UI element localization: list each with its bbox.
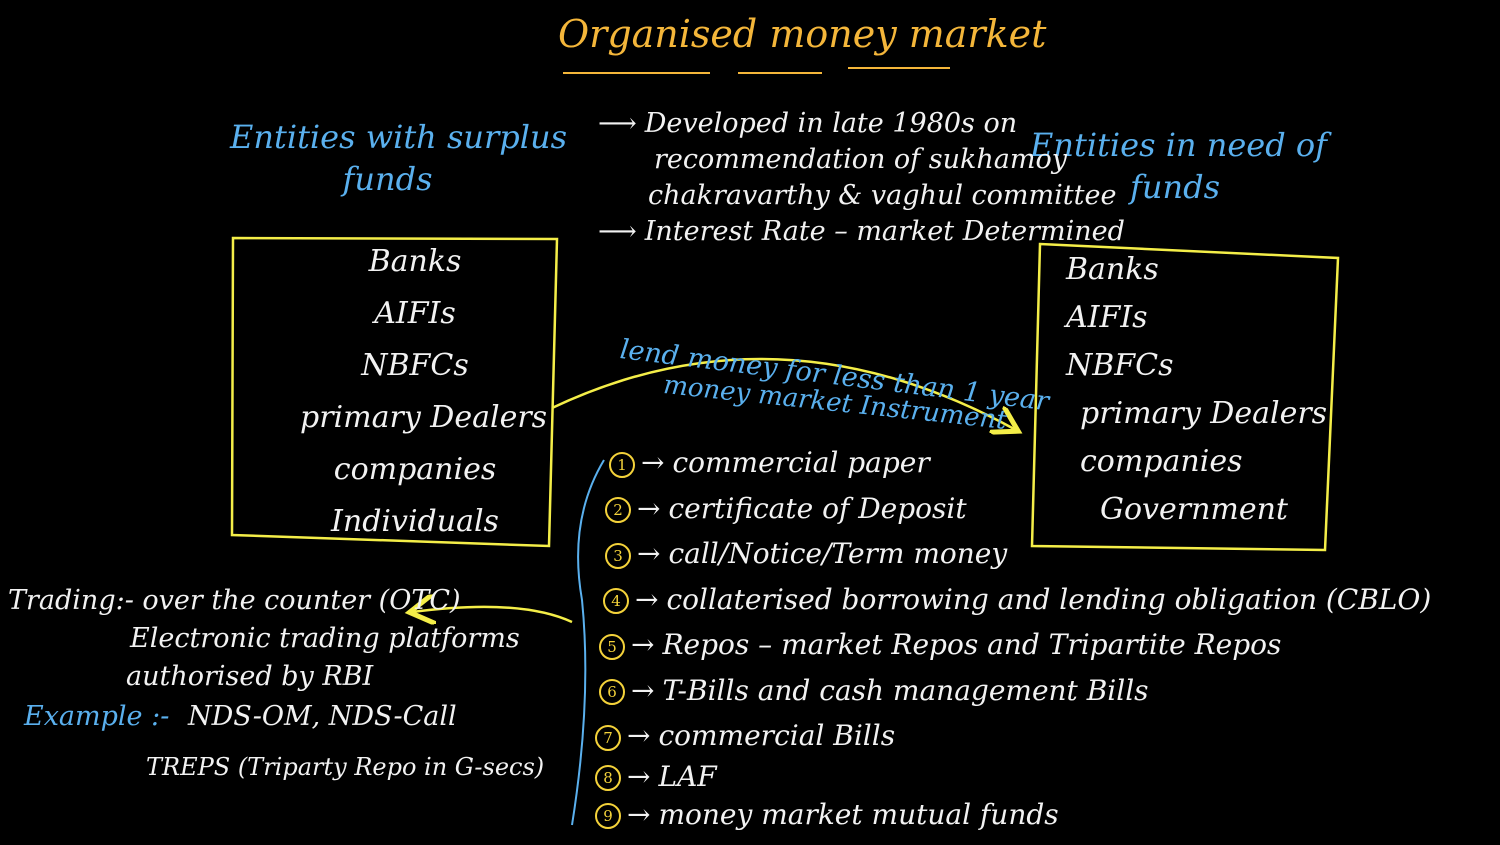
number-badge: 6 bbox=[599, 679, 625, 705]
example-label: Example :- bbox=[24, 701, 170, 732]
list-item: NBFCs bbox=[361, 348, 469, 383]
surplus-entities-heading: Entities with surplus funds bbox=[230, 116, 568, 200]
note-line-2: recommendation of sukhamoy bbox=[654, 144, 1067, 175]
list-item: 2→certificate of Deposit bbox=[595, 486, 1495, 532]
list-item: 8→LAF bbox=[595, 759, 1495, 795]
title-underline-2 bbox=[738, 72, 822, 74]
number-badge: 1 bbox=[609, 451, 635, 478]
title-underline-1 bbox=[563, 72, 710, 74]
number-badge: 9 bbox=[595, 803, 621, 829]
deficit-entities-list: Banks AIFIs NBFCs primary Dealers compan… bbox=[1066, 246, 1328, 534]
list-item: 7→commercial Bills bbox=[595, 713, 1495, 759]
list-item: NBFCs bbox=[1066, 348, 1174, 383]
title-underline-3 bbox=[848, 67, 950, 69]
note-line-3: chakravarthy & vaghul committee bbox=[648, 180, 1117, 211]
list-item: companies bbox=[333, 452, 497, 487]
example-line-2: TREPS (Triparty Repo in G-secs) bbox=[146, 753, 545, 781]
list-item: Banks bbox=[368, 244, 462, 279]
history-notes: ⟶Developed in late 1980s on recommendati… bbox=[598, 106, 1125, 250]
trading-line-3: authorised by RBI bbox=[126, 661, 374, 692]
list-item: primary Dealers bbox=[1080, 396, 1328, 431]
surplus-entities-list: Banks AIFIs NBFCs primary Dealers compan… bbox=[300, 236, 548, 548]
list-item: 4→collaterised borrowing and lending obl… bbox=[595, 577, 1495, 623]
list-item: 1→commercial paper bbox=[595, 440, 1495, 486]
surplus-heading-line1: Entities with surplus bbox=[230, 118, 568, 156]
list-item: AIFIs bbox=[1066, 300, 1148, 335]
list-item: 3→call/Notice/Term money bbox=[595, 531, 1495, 577]
trading-line-2: Electronic trading platforms bbox=[130, 623, 520, 654]
trading-line-1: Trading:- over the counter (OTC) bbox=[8, 585, 461, 616]
surplus-box bbox=[230, 236, 559, 548]
list-item: 6→T-Bills and cash management Bills bbox=[595, 668, 1495, 714]
list-item: Banks bbox=[1066, 252, 1159, 287]
number-badge: 2 bbox=[605, 497, 631, 523]
list-item: 5→Repos – market Repos and Tripartite Re… bbox=[595, 622, 1495, 668]
surplus-heading-line2: funds bbox=[342, 160, 433, 198]
list-item: 9→money market mutual funds bbox=[595, 795, 1495, 835]
note-line-1: ⟶Developed in late 1980s on bbox=[598, 108, 1018, 139]
number-badge: 5 bbox=[599, 633, 625, 660]
deficit-heading-line1: Entities in need of bbox=[1030, 126, 1327, 164]
number-badge: 7 bbox=[595, 724, 621, 751]
list-item: primary Dealers bbox=[300, 400, 548, 435]
deficit-entities-heading: Entities in need of funds bbox=[1030, 124, 1327, 208]
page-title: Organised money market bbox=[558, 12, 1047, 56]
instrument-list: 1→commercial paper 2→certificate of Depo… bbox=[595, 440, 1495, 835]
note-line-4: ⟶Interest Rate – market Determined bbox=[598, 216, 1125, 247]
number-badge: 4 bbox=[603, 588, 629, 614]
example-line-1: NDS-OM, NDS-Call bbox=[187, 701, 457, 732]
example-line: Example :- NDS-OM, NDS-Call bbox=[8, 698, 568, 736]
list-item: Individuals bbox=[331, 504, 499, 539]
number-badge: 8 bbox=[595, 765, 621, 791]
number-badge: 3 bbox=[605, 542, 631, 569]
instrument-brace bbox=[571, 459, 605, 826]
trading-notes: Trading:- over the counter (OTC) Electro… bbox=[8, 582, 568, 786]
list-item: Government bbox=[1100, 492, 1288, 527]
deficit-heading-line2: funds bbox=[1130, 168, 1220, 206]
list-item: companies bbox=[1080, 444, 1243, 479]
trading-arrow bbox=[412, 607, 573, 622]
deficit-box bbox=[1030, 242, 1340, 552]
list-item: AIFIs bbox=[374, 296, 456, 331]
flow-arrow bbox=[551, 357, 1016, 430]
